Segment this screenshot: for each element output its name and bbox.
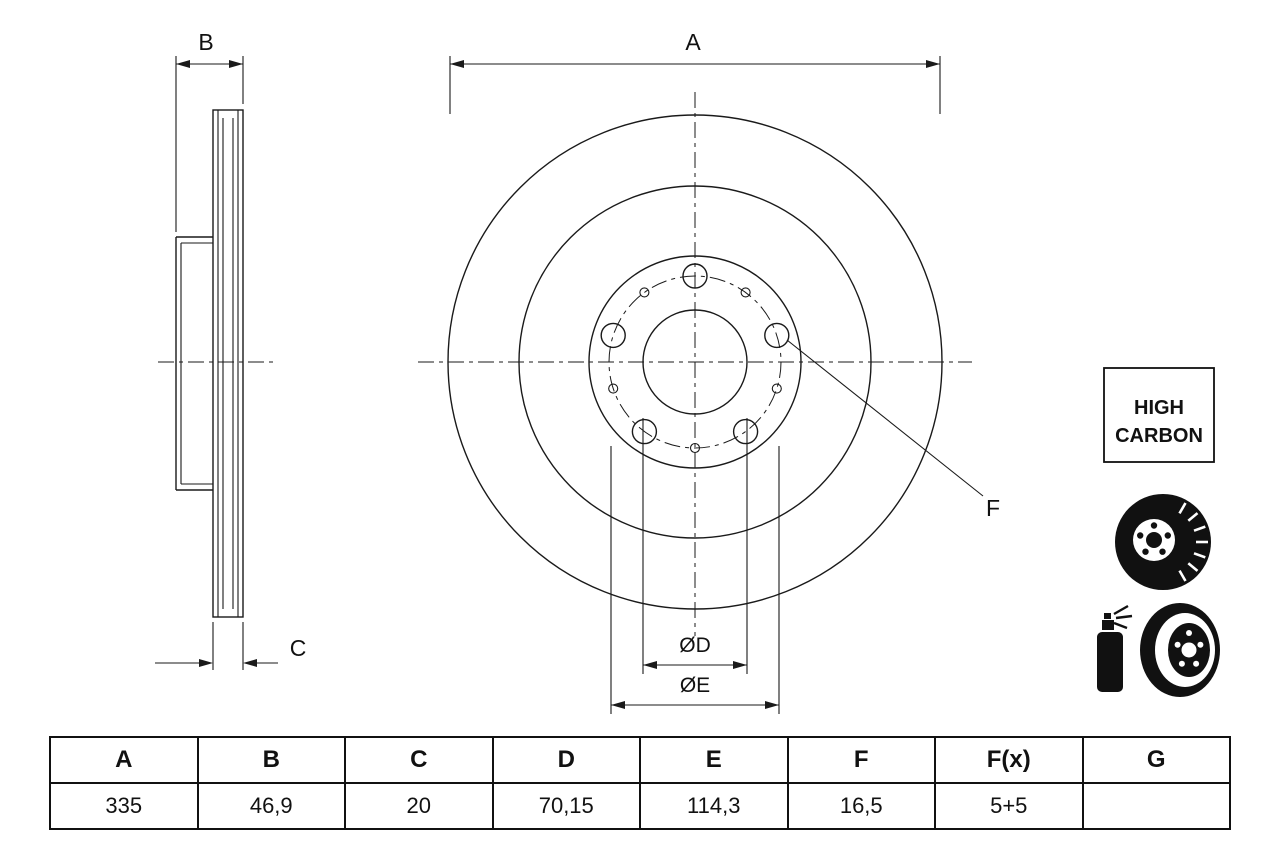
spray-can-icon [1097,604,1133,692]
coated-disc-spray-icon [1097,603,1220,697]
table-header-e: E [639,736,789,784]
table-value-e: 114,3 [639,782,789,830]
table-header-b: B [196,736,346,784]
dimension-table: A B C D E F F(x) G 335 46,9 20 70,15 114… [49,736,1231,830]
table-value-a: 335 [49,782,199,830]
dim-label-a: A [685,29,701,55]
high-carbon-line1: HIGH [1134,397,1184,419]
dim-label-diaE: ØE [680,674,710,697]
table-header-g: G [1081,736,1231,784]
table-header-c: C [344,736,494,784]
table-value-fx: 5+5 [934,782,1084,830]
dim-label-diaD: ØD [679,634,711,657]
leader-f: F [786,339,1000,521]
table-value-b: 46,9 [196,782,346,830]
table-header-fx: F(x) [934,736,1084,784]
table-value-g [1081,782,1231,830]
brake-disc-technical-drawing: B C [155,29,1220,714]
disc-hat-icon [1140,603,1220,697]
dim-label-c: C [290,635,307,661]
table-value-row: 335 46,9 20 70,15 114,3 16,5 5+5 [49,782,1231,830]
table-value-f: 16,5 [786,782,936,830]
bolt-circle [608,275,782,449]
table-header-row: A B C D E F F(x) G [49,736,1231,784]
bolt-holes [600,263,790,445]
table-header-d: D [491,736,641,784]
locating-holes [608,287,782,454]
dimension-b: B [175,29,244,232]
table-value-d: 70,15 [491,782,641,830]
dimension-e: ØE [610,446,780,714]
dimension-a: A [449,29,941,114]
dim-label-f: F [986,495,1000,521]
vented-disc-icon [1115,494,1211,590]
high-carbon-badge: HIGH CARBON [1103,367,1215,463]
dim-label-b: B [198,29,213,55]
dimension-c: C [155,622,306,670]
table-header-a: A [49,736,199,784]
table-header-f: F [786,736,936,784]
high-carbon-line2: CARBON [1115,425,1203,447]
dimension-d: ØD [642,418,748,674]
front-view [418,92,972,636]
side-view-cross-section [158,109,278,618]
table-value-c: 20 [344,782,494,830]
